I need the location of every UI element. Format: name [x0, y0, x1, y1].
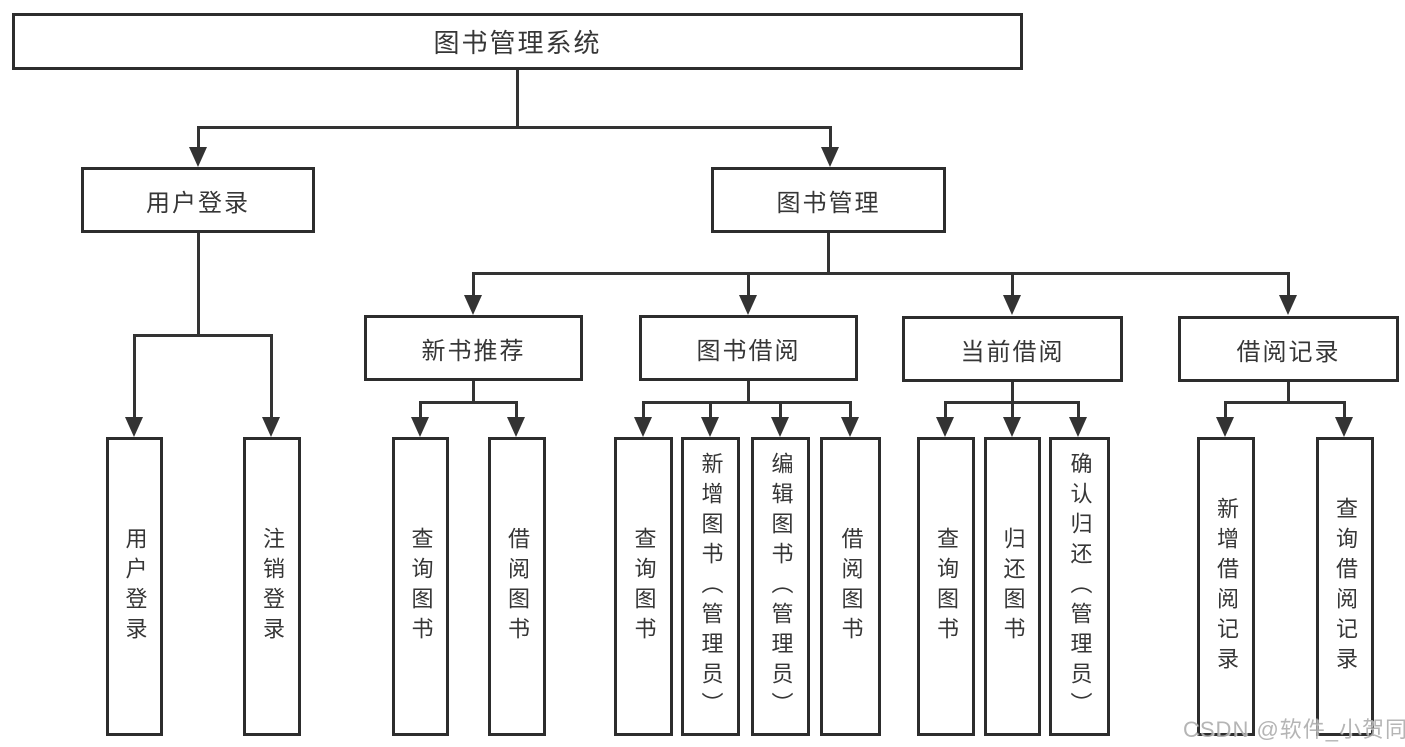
- leaf-cb-query-books: 查询图书: [917, 437, 975, 736]
- connector-stem-bb-borrow: [849, 401, 852, 419]
- arrowhead-bb-query: [634, 417, 652, 437]
- arrowhead-book-mgmt: [821, 147, 839, 167]
- connector-book-mgmt-stem: [827, 233, 830, 275]
- connector-stem-bb-query: [642, 401, 645, 419]
- arrowhead-current-borrow: [1003, 295, 1021, 315]
- connector-stem-borrow-records: [1287, 272, 1290, 299]
- leaf-bb-query-books: 查询图书: [614, 437, 673, 736]
- leaf-label: 查询图书: [934, 526, 959, 647]
- arrowhead-login-leaf: [125, 417, 143, 437]
- leaf-rec-query-record: 查询借阅记录: [1316, 437, 1374, 736]
- arrowhead-bb-add: [701, 417, 719, 437]
- arrowhead-borrow-records: [1279, 295, 1297, 315]
- arrowhead-nr-borrow: [507, 417, 525, 437]
- leaf-label: 新增图书（管理员）: [698, 451, 724, 722]
- leaf-nr-borrow-books: 借阅图书: [488, 437, 546, 736]
- arrowhead-rec-add: [1216, 417, 1234, 437]
- node-current-borrowing: 当前借阅: [902, 316, 1123, 382]
- node-user-login: 用户登录: [81, 167, 315, 233]
- leaf-user-login: 用户登录: [106, 437, 163, 736]
- connector-records-stem: [1287, 382, 1290, 404]
- connector-stem-login-leaf: [133, 334, 136, 419]
- connector-stem-cb-return: [1011, 401, 1014, 419]
- leaf-nr-query-books: 查询图书: [392, 437, 449, 736]
- connector-stem-bb-edit: [779, 401, 782, 419]
- leaf-label: 查询图书: [408, 526, 434, 647]
- leaf-bb-borrow-books: 借阅图书: [820, 437, 881, 736]
- arrowhead-bb-borrow: [841, 417, 859, 437]
- connector-new-rec-rail: [419, 401, 518, 404]
- arrowhead-book-borrow: [739, 295, 757, 315]
- connector-book-borrow-rail: [642, 401, 851, 404]
- connector-stem-book-borrow: [747, 272, 750, 299]
- connector-level1-rail: [197, 126, 832, 129]
- connector-current-stem: [1011, 382, 1014, 404]
- node-book-management: 图书管理: [711, 167, 946, 233]
- connector-stem-cb-query: [944, 401, 947, 419]
- leaf-label: 借阅图书: [838, 526, 864, 647]
- leaf-label: 注销登录: [260, 526, 285, 647]
- connector-stem-rec-add: [1224, 401, 1227, 419]
- node-book-borrowing: 图书借阅: [639, 315, 858, 381]
- leaf-label: 用户登录: [122, 526, 148, 647]
- connector-user-login-rail: [133, 334, 273, 337]
- arrowhead-cb-return: [1003, 417, 1021, 437]
- leaf-rec-add-record: 新增借阅记录: [1197, 437, 1255, 736]
- arrowhead-logout-leaf: [262, 417, 280, 437]
- connector-stem-logout-leaf: [270, 334, 273, 419]
- leaf-label: 确认归还（管理员）: [1067, 451, 1093, 722]
- leaf-bb-add-books-admin: 新增图书（管理员）: [681, 437, 740, 736]
- leaf-label: 查询借阅记录: [1333, 496, 1358, 677]
- leaf-bb-edit-books-admin: 编辑图书（管理员）: [751, 437, 810, 736]
- leaf-label: 新增借阅记录: [1214, 496, 1239, 677]
- arrowhead-cb-confirm: [1069, 417, 1087, 437]
- connector-stem-current-borrow: [1011, 272, 1014, 299]
- arrowhead-nr-query: [411, 417, 429, 437]
- leaf-label: 编辑图书（管理员）: [768, 451, 794, 722]
- arrowhead-new-rec: [464, 295, 482, 315]
- connector-book-borrow-stem: [747, 381, 750, 404]
- arrowhead-bb-edit: [771, 417, 789, 437]
- connector-new-rec-stem: [472, 381, 475, 404]
- connector-stem-nr-borrow: [515, 401, 518, 419]
- arrowhead-rec-query: [1335, 417, 1353, 437]
- connector-stem-cb-confirm: [1077, 401, 1080, 419]
- leaf-label: 借阅图书: [505, 526, 530, 647]
- connector-records-rail: [1224, 401, 1345, 404]
- connector-stem-user-login: [197, 126, 200, 152]
- node-new-book-recommend: 新书推荐: [364, 315, 583, 381]
- arrowhead-user-login: [189, 147, 207, 167]
- node-borrowing-records: 借阅记录: [1178, 316, 1399, 382]
- connector-root-stem: [516, 70, 519, 129]
- connector-stem-bb-add: [709, 401, 712, 419]
- connector-stem-rec-query: [1343, 401, 1346, 419]
- connector-stem-nr-query: [419, 401, 422, 419]
- connector-user-login-stem: [197, 233, 200, 337]
- leaf-label: 归还图书: [1000, 526, 1026, 647]
- arrowhead-cb-query: [936, 417, 954, 437]
- leaf-label: 查询图书: [631, 526, 657, 647]
- csdn-watermark: CSDN @软件_小贺同学: [1183, 717, 1405, 742]
- connector-level2-rail: [472, 272, 1290, 275]
- node-library-management-system: 图书管理系统: [12, 13, 1023, 70]
- leaf-cb-confirm-return-admin: 确认归还（管理员）: [1049, 437, 1110, 736]
- connector-stem-book-mgmt: [829, 126, 832, 152]
- leaf-logout: 注销登录: [243, 437, 301, 736]
- leaf-cb-return-books: 归还图书: [984, 437, 1041, 736]
- connector-stem-new-rec: [472, 272, 475, 299]
